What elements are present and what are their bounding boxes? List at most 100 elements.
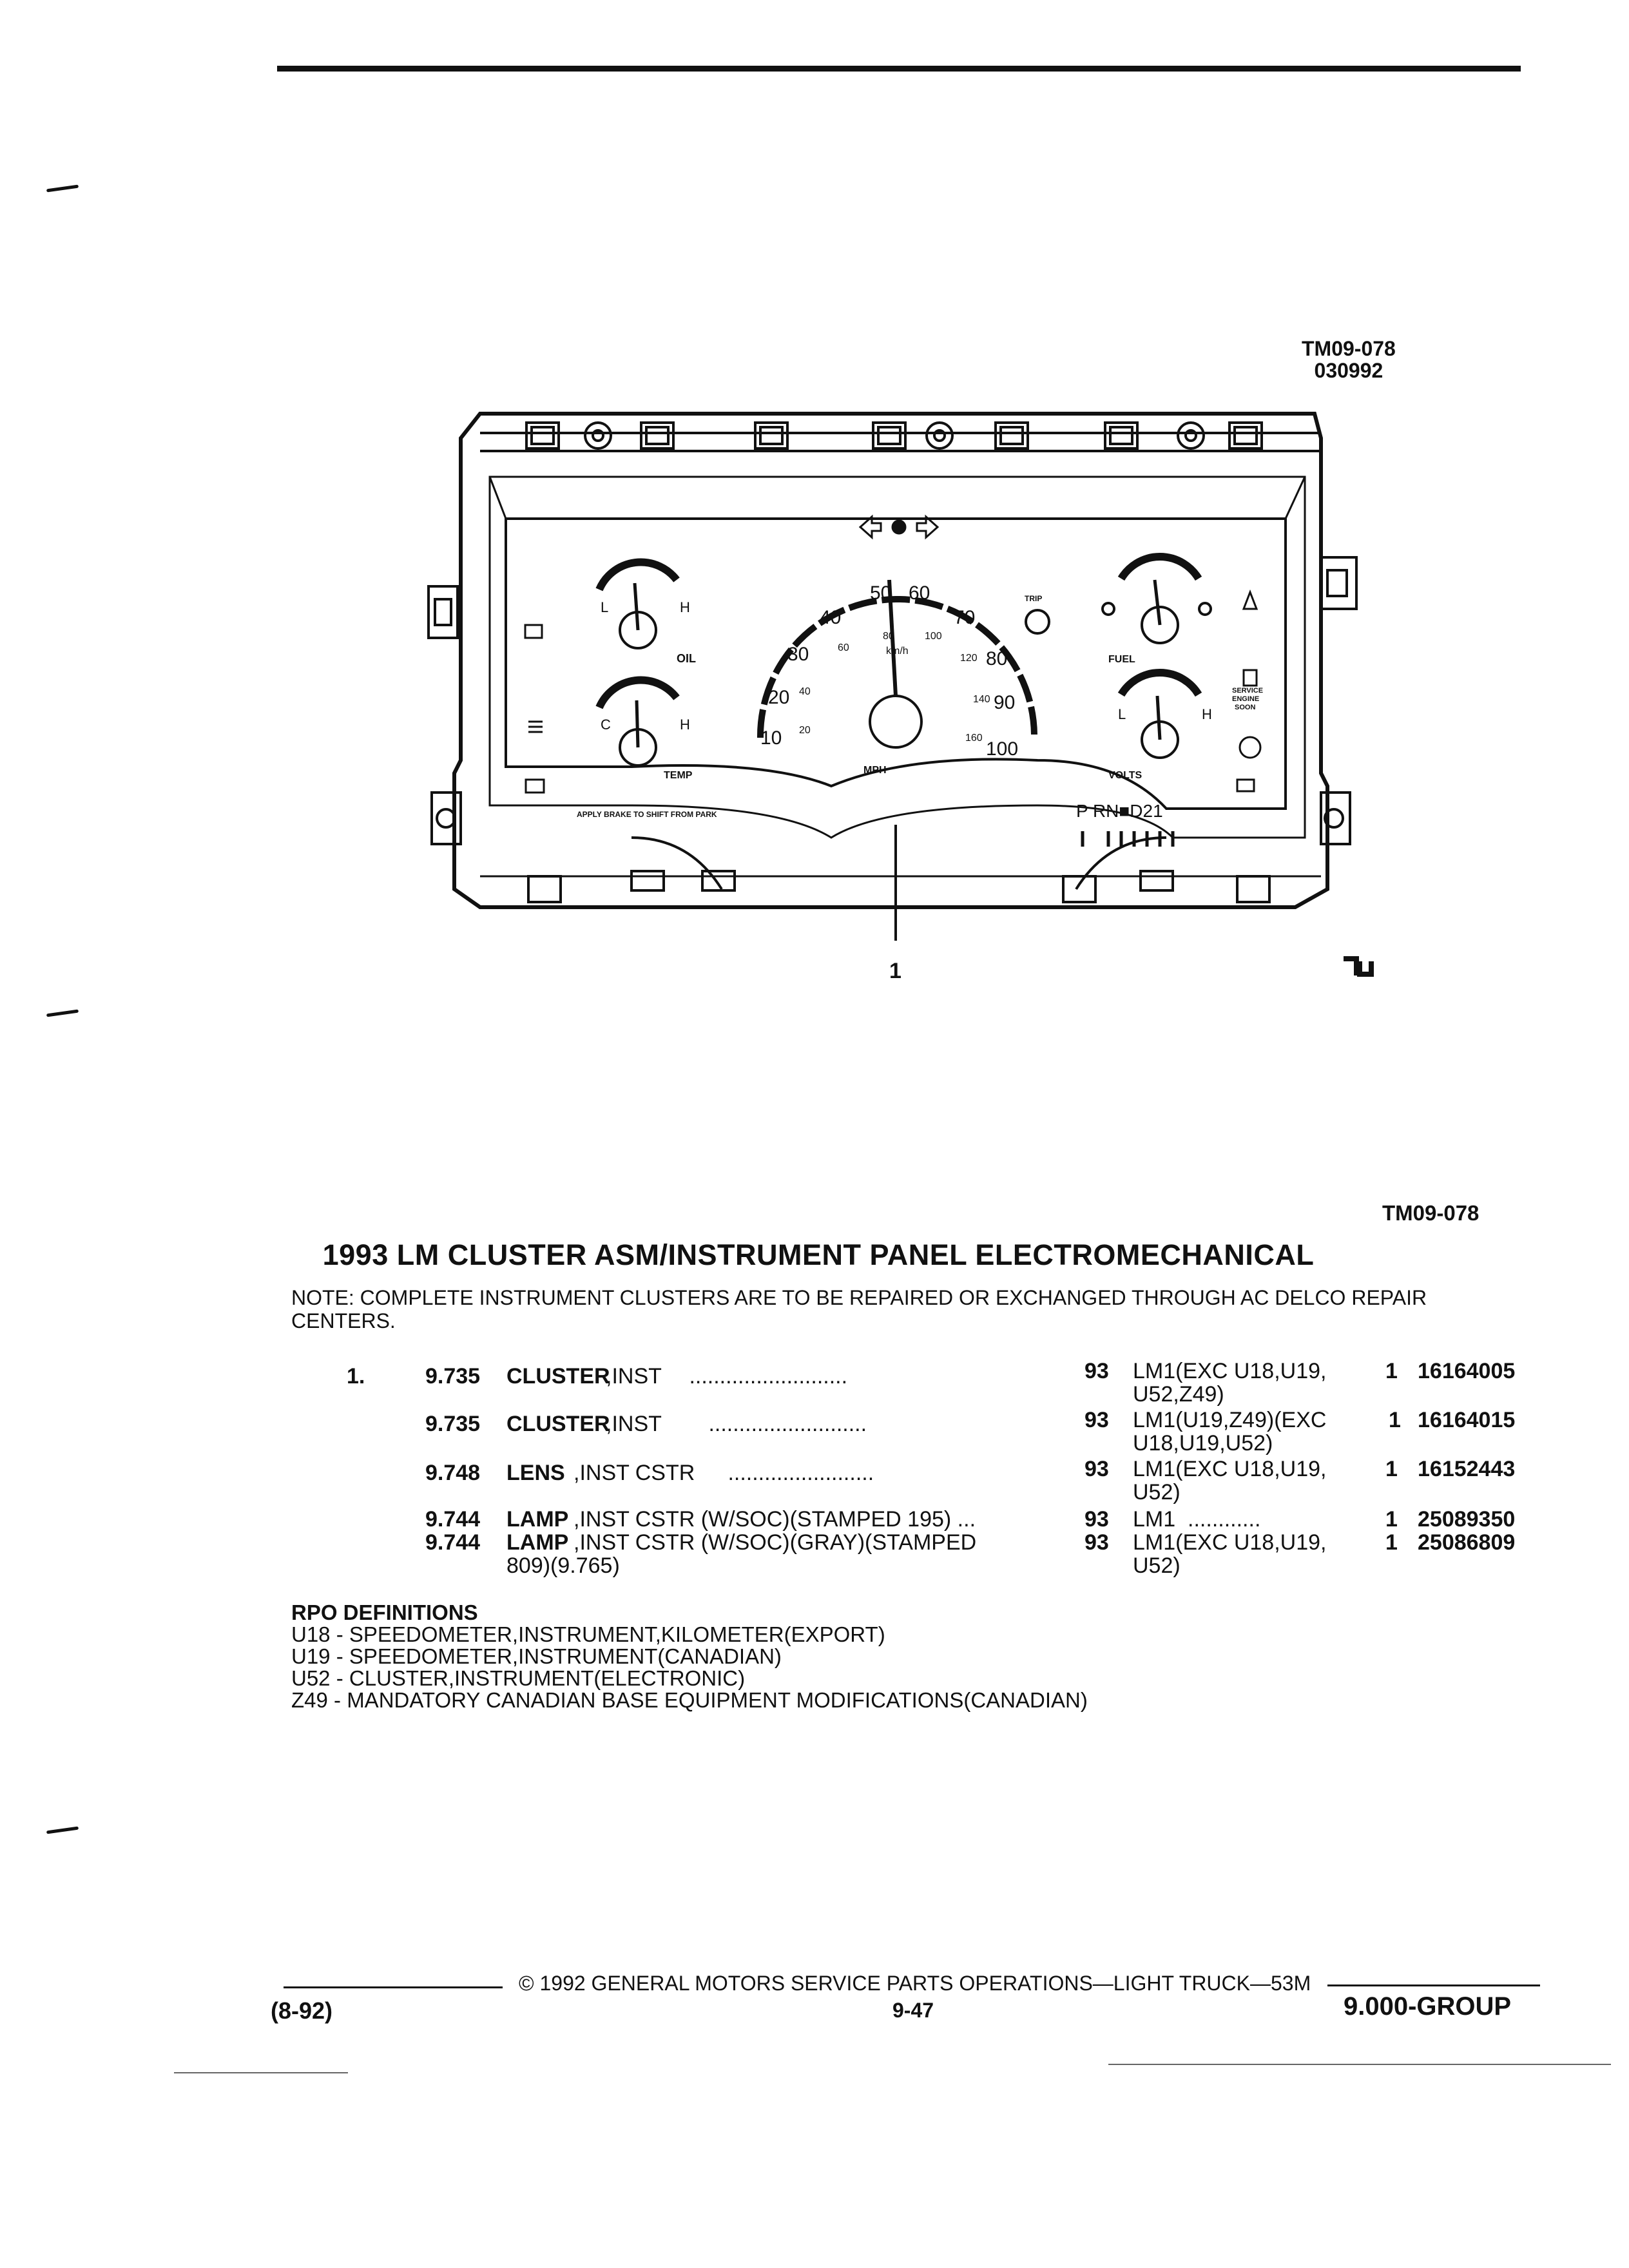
svg-text:120: 120 xyxy=(960,653,978,664)
parts-qty: 1 xyxy=(1385,1359,1398,1383)
rpo-definitions: RPO DEFINITIONS U18 - SPEEDOMETER,INSTRU… xyxy=(291,1602,1088,1711)
fuel-gauge: FUEL xyxy=(1101,553,1212,665)
svg-text:P RN■D21: P RN■D21 xyxy=(1076,801,1163,821)
rpo-heading: RPO DEFINITIONS xyxy=(291,1600,478,1624)
svg-text:40: 40 xyxy=(799,686,811,697)
rpo-item: U19 - SPEEDOMETER,INSTRUMENT(CANADIAN) xyxy=(291,1644,782,1668)
parts-application-cont: U52) xyxy=(1133,1553,1181,1578)
svg-text:FUEL: FUEL xyxy=(1108,654,1135,665)
svg-text:60: 60 xyxy=(909,582,930,604)
svg-text:km/h: km/h xyxy=(886,646,909,657)
figure-date: 030992 xyxy=(1314,359,1383,382)
svg-text:140: 140 xyxy=(973,694,990,705)
parts-dots: .......................... xyxy=(702,1412,867,1436)
instrument-cluster-diagram: 1 L H OIL C H TEMP FUEL L H VOLTS xyxy=(427,412,1374,983)
oil-gauge: L H OIL xyxy=(595,558,696,665)
indicator-icons xyxy=(524,589,1262,794)
parts-desc-cont: 809)(9.765) xyxy=(506,1553,620,1578)
parts-number: 16164015 xyxy=(1418,1408,1516,1432)
parts-name: CLUSTER xyxy=(506,1364,610,1389)
parts-desc: ,INST CSTR xyxy=(574,1461,695,1485)
svg-text:APPLY BRAKE TO SHIFT FROM PARK: APPLY BRAKE TO SHIFT FROM PARK xyxy=(577,810,717,819)
parts-application: LM1(EXC U18,U19, xyxy=(1133,1359,1327,1383)
bottom-arch xyxy=(631,836,1167,890)
svg-text:100: 100 xyxy=(986,738,1018,760)
parts-item-number: 1. xyxy=(347,1364,365,1389)
parts-code: 9.744 xyxy=(425,1530,481,1555)
figure-id-text: TM09-078 xyxy=(1302,337,1396,360)
rpo-item: U18 - SPEEDOMETER,INSTRUMENT,KILOMETER(E… xyxy=(291,1622,885,1646)
footer-page-number: 9-47 xyxy=(892,1999,934,2022)
side-tabs xyxy=(427,556,1358,845)
parts-name: LENS xyxy=(506,1461,565,1485)
footer-rule-right xyxy=(1327,1984,1540,1986)
parts-number: 25089350 xyxy=(1418,1507,1516,1532)
parts-application-cont: U52,Z49) xyxy=(1133,1382,1224,1407)
parts-name: CLUSTER xyxy=(506,1412,610,1436)
svg-text:L: L xyxy=(601,599,608,615)
parts-code: 9.735 xyxy=(425,1364,481,1389)
parts-qty: 1 xyxy=(1385,1530,1398,1555)
rpo-item: U52 - CLUSTER,INSTRUMENT(ELECTRONIC) xyxy=(291,1666,746,1690)
svg-text:TEMP: TEMP xyxy=(664,770,693,781)
cluster-face xyxy=(505,517,1287,810)
parts-desc: ,INST CSTR (W/SOC)(GRAY)(STAMPED xyxy=(574,1530,977,1555)
parts-dots: ........................ xyxy=(722,1461,874,1485)
svg-text:80: 80 xyxy=(883,631,894,642)
rpo-item: Z49 - MANDATORY CANADIAN BASE EQUIPMENT … xyxy=(291,1688,1088,1712)
svg-text:10: 10 xyxy=(760,727,782,749)
svg-text:70: 70 xyxy=(954,607,975,628)
svg-text:20: 20 xyxy=(799,725,811,736)
svg-text:50: 50 xyxy=(870,582,891,604)
parts-year: 93 xyxy=(1084,1408,1109,1432)
parts-application: LM1(EXC U18,U19, xyxy=(1133,1530,1327,1555)
svg-text:100: 100 xyxy=(925,631,942,642)
svg-text:H: H xyxy=(680,716,690,733)
parts-year: 93 xyxy=(1084,1530,1109,1555)
parts-application: LM1(U19,Z49)(EXC xyxy=(1133,1408,1327,1432)
turn-signal-icons xyxy=(858,514,940,540)
svg-text:40: 40 xyxy=(820,607,841,628)
parts-application: LM1(EXC U18,U19, xyxy=(1133,1457,1327,1481)
top-rule xyxy=(277,66,1521,72)
svg-text:90: 90 xyxy=(994,692,1015,713)
parts-year: 93 xyxy=(1084,1359,1109,1383)
gm-logo-mark xyxy=(1344,956,1374,977)
svg-text:30: 30 xyxy=(787,644,809,665)
svg-text:VOLTS: VOLTS xyxy=(1108,770,1142,781)
svg-text:SERVICE: SERVICE xyxy=(1232,687,1263,695)
svg-text:OIL: OIL xyxy=(677,652,696,665)
svg-text:C: C xyxy=(601,716,611,733)
parts-code: 9.744 xyxy=(425,1507,481,1532)
footer-date-code: (8-92) xyxy=(271,1997,333,2024)
svg-text:H: H xyxy=(1202,706,1212,722)
speedometer: 10 20 30 40 50 60 70 80 90 100 20 40 60 … xyxy=(757,579,1050,776)
parts-desc: ,INST xyxy=(606,1412,662,1436)
parts-dots: .......................... xyxy=(683,1364,848,1389)
parts-name: LAMP xyxy=(506,1530,569,1555)
top-clips xyxy=(525,421,1263,450)
scan-line xyxy=(1108,2064,1611,2065)
svg-text:60: 60 xyxy=(838,642,849,653)
parts-code: 9.735 xyxy=(425,1412,481,1436)
note-text: NOTE: COMPLETE INSTRUMENT CLUSTERS ARE T… xyxy=(291,1286,1427,1332)
parts-desc: ,INST xyxy=(606,1364,662,1389)
footer-rule-left xyxy=(284,1986,503,1988)
callout-number: 1 xyxy=(889,959,901,983)
parts-desc: ,INST CSTR (W/SOC)(STAMPED 195) ... xyxy=(574,1507,976,1532)
svg-text:TRIP: TRIP xyxy=(1025,594,1042,603)
parts-application-cont: U18,U19,U52) xyxy=(1133,1431,1273,1456)
svg-text:20: 20 xyxy=(768,687,789,708)
svg-text:L: L xyxy=(1118,706,1126,722)
temp-gauge: C H TEMP xyxy=(595,676,693,781)
page-title: 1993 LM CLUSTER ASM/INSTRUMENT PANEL ELE… xyxy=(322,1238,1315,1271)
cluster-bezel xyxy=(488,476,1306,839)
parts-number: 16152443 xyxy=(1418,1457,1516,1481)
parts-number: 25086809 xyxy=(1418,1530,1516,1555)
parts-application-cont: U52) xyxy=(1133,1480,1181,1504)
svg-text:H: H xyxy=(680,599,690,615)
scan-line xyxy=(174,2072,348,2073)
figure-label: TM09-078 xyxy=(1382,1201,1480,1225)
parts-name: LAMP xyxy=(506,1507,569,1532)
